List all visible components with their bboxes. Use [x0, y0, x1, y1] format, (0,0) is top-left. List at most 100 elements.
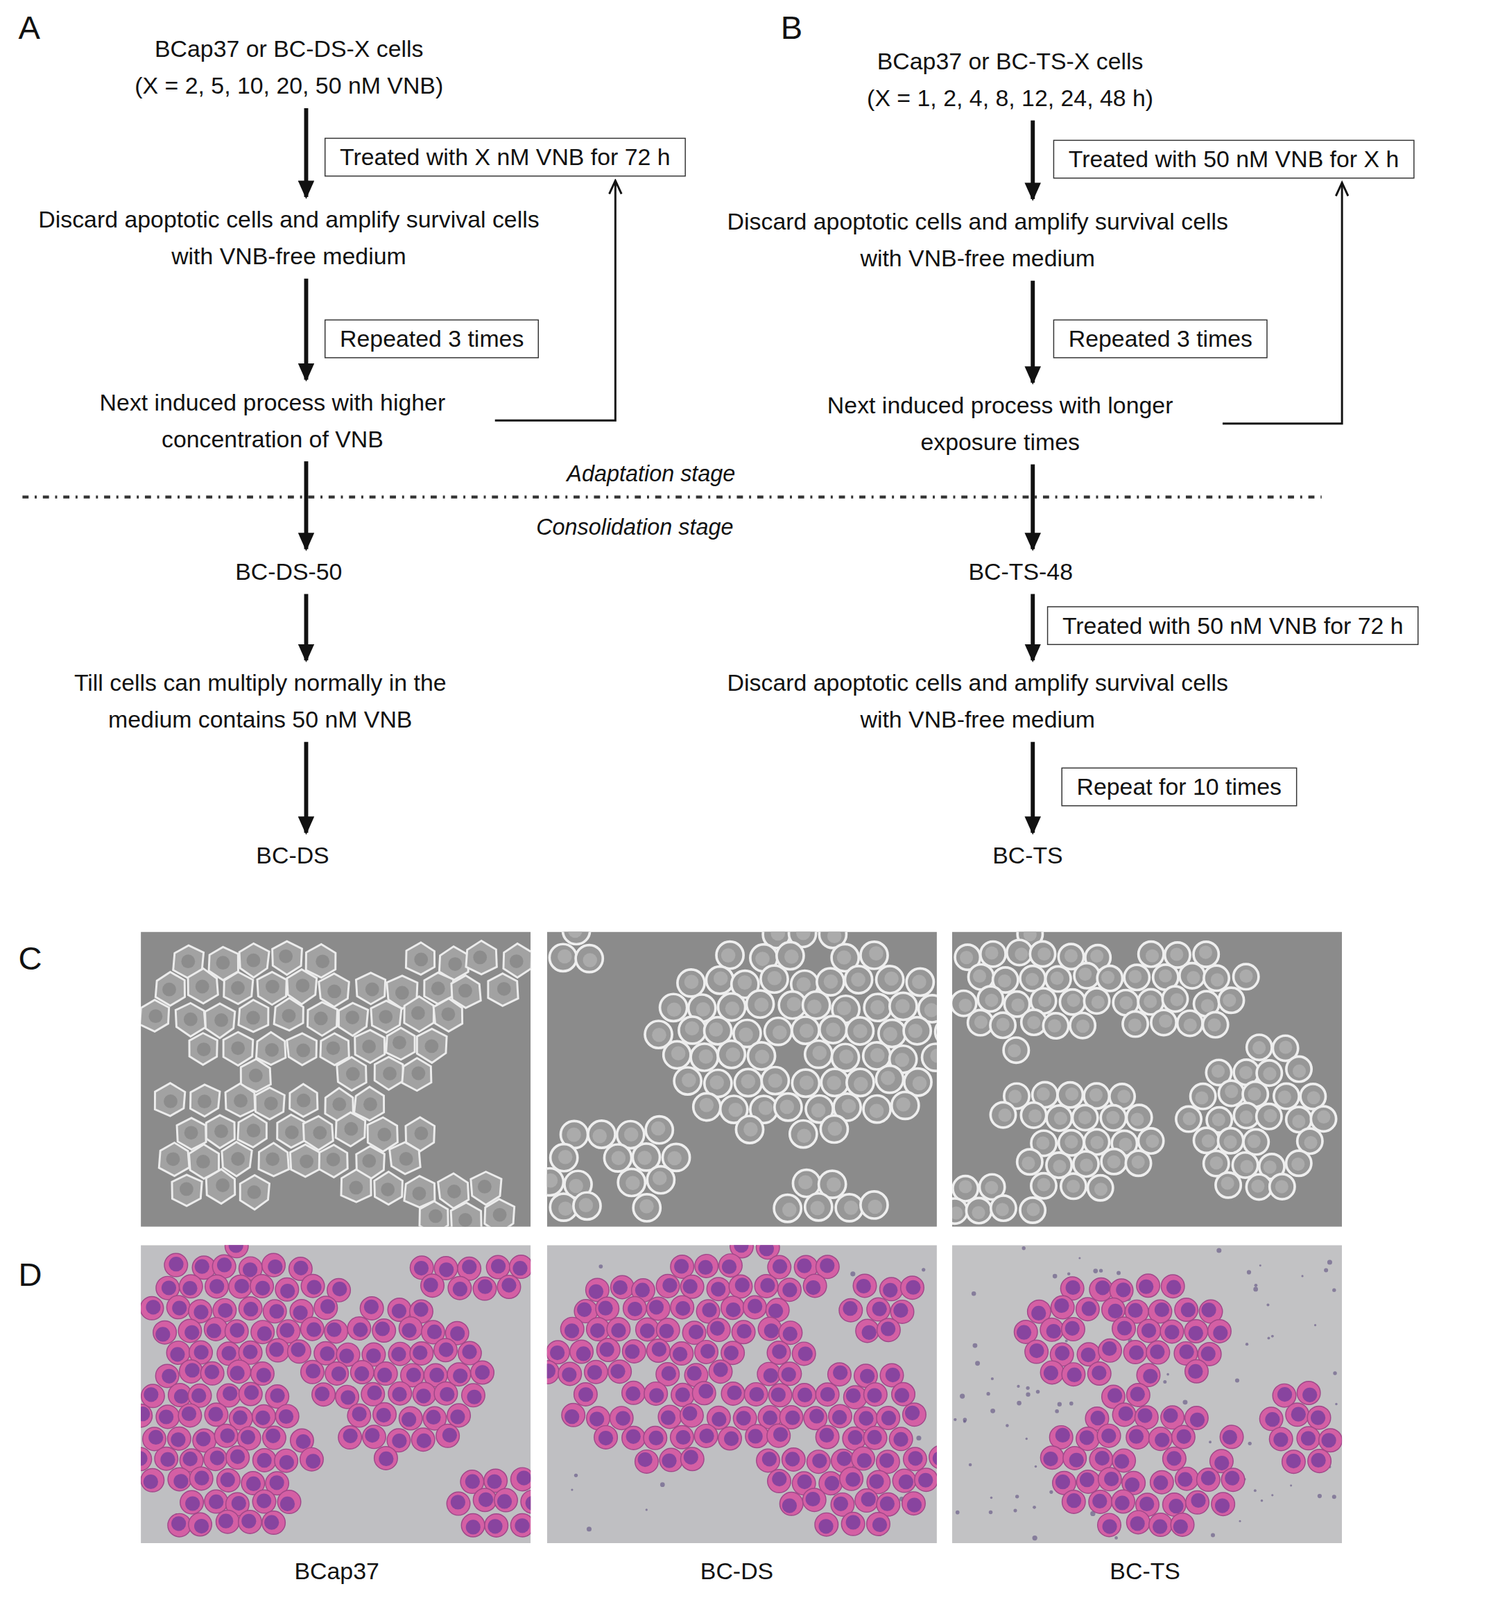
- nucleus: [163, 1094, 178, 1109]
- cell: [1215, 1172, 1241, 1198]
- nucleus: [215, 1178, 230, 1193]
- nucleus: [1025, 972, 1039, 987]
- nucleus: [217, 1257, 232, 1272]
- nucleus: [326, 1040, 341, 1055]
- cell: [1059, 989, 1085, 1015]
- nucleus: [1188, 1325, 1204, 1341]
- nucleus: [1065, 1280, 1081, 1295]
- nucleus: [196, 1431, 211, 1446]
- nucleus: [326, 1152, 341, 1167]
- debris: [1332, 1288, 1336, 1292]
- nucleus: [280, 1283, 295, 1299]
- nucleus: [684, 974, 700, 989]
- cell: [239, 1175, 270, 1210]
- cell: [140, 1468, 165, 1493]
- nucleus: [1036, 1087, 1050, 1101]
- nucleus: [293, 1305, 308, 1320]
- cell: [815, 1425, 840, 1449]
- cell: [1072, 1104, 1098, 1130]
- cell: [980, 941, 1006, 967]
- nucleus: [590, 1323, 605, 1338]
- nucleus: [1052, 1159, 1066, 1173]
- nucleus: [406, 1367, 421, 1383]
- debris: [645, 1508, 648, 1511]
- nucleus: [589, 1411, 605, 1426]
- debris: [1057, 1402, 1062, 1407]
- cell: [1112, 1316, 1136, 1341]
- cell: [1162, 1447, 1187, 1471]
- nucleus: [820, 1386, 835, 1402]
- flow-arrow: [304, 278, 309, 381]
- nucleus: [1190, 1412, 1205, 1428]
- cell: [550, 1144, 578, 1172]
- cell: [902, 1491, 926, 1516]
- nucleus: [827, 932, 842, 944]
- nucleus: [1065, 1087, 1079, 1101]
- flow-arrow: [304, 742, 309, 833]
- nucleus: [1220, 1176, 1234, 1190]
- cell: [312, 1382, 336, 1407]
- nucleus: [826, 1075, 842, 1091]
- nucleus: [233, 1410, 248, 1426]
- cell: [461, 1513, 485, 1537]
- nucleus: [1166, 1280, 1182, 1295]
- nucleus: [346, 1067, 360, 1082]
- nucleus: [893, 1303, 908, 1318]
- nucleus: [1128, 1303, 1143, 1318]
- cell: [846, 1068, 874, 1096]
- nucleus: [306, 1279, 322, 1295]
- nucleus: [1278, 1090, 1292, 1104]
- nucleus: [160, 1452, 175, 1467]
- nucleus: [378, 1451, 394, 1467]
- flow-arrow: [304, 108, 309, 197]
- nucleus: [598, 1300, 614, 1316]
- nucleus: [1179, 1344, 1195, 1360]
- nucleus: [1046, 1323, 1062, 1339]
- nucleus: [377, 1367, 392, 1383]
- cell: [860, 941, 888, 969]
- cell: [694, 1424, 718, 1449]
- cell: [821, 1068, 849, 1096]
- cell: [167, 1513, 192, 1537]
- nucleus: [1138, 1279, 1154, 1295]
- nucleus: [1170, 993, 1184, 1007]
- cell: [814, 1512, 839, 1537]
- nucleus: [755, 951, 770, 967]
- nucleus: [912, 1076, 928, 1091]
- nucleus: [278, 949, 293, 964]
- nucleus: [918, 1472, 933, 1488]
- cell: [952, 1198, 968, 1224]
- debris: [1327, 1259, 1333, 1265]
- cell: [402, 1058, 432, 1091]
- nucleus: [599, 1341, 615, 1357]
- cell: [761, 1066, 789, 1094]
- cell: [646, 1296, 670, 1321]
- cell: [373, 1402, 397, 1427]
- nucleus: [959, 1179, 973, 1193]
- cell: [338, 1002, 368, 1036]
- nucleus: [1222, 1429, 1238, 1445]
- nucleus: [193, 1304, 209, 1320]
- nucleus: [1201, 1134, 1215, 1148]
- nucleus: [267, 1259, 283, 1274]
- cell: [718, 1426, 743, 1451]
- nucleus: [1251, 1179, 1265, 1193]
- nucleus: [771, 1343, 787, 1359]
- cell: [178, 1319, 202, 1343]
- cell: [156, 1405, 180, 1429]
- nucleus: [1131, 1155, 1145, 1169]
- cell: [828, 1404, 853, 1428]
- nucleus: [194, 1259, 210, 1274]
- cell: [509, 1255, 532, 1279]
- cell: [266, 1338, 290, 1363]
- nucleus: [837, 950, 852, 965]
- cell: [1310, 1106, 1336, 1132]
- debris: [1025, 1386, 1030, 1390]
- cell: [586, 1317, 611, 1342]
- nucleus: [610, 1323, 626, 1338]
- cell: [1162, 986, 1188, 1012]
- debris: [1271, 1334, 1274, 1338]
- nucleus: [331, 1366, 347, 1381]
- nucleus: [627, 1301, 643, 1317]
- nucleus: [1212, 1325, 1228, 1340]
